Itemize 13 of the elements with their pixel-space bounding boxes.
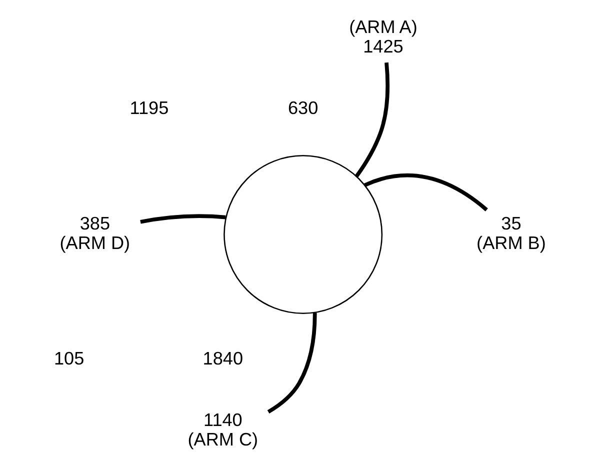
label: 1195	[130, 98, 169, 118]
connector	[355, 62, 390, 178]
label: 630	[288, 98, 318, 118]
connector	[140, 214, 226, 224]
node-circle	[224, 154, 383, 314]
node-text: (ARM A) 1425	[349, 17, 418, 56]
connector	[364, 173, 488, 212]
connector	[267, 312, 317, 414]
label: 105	[54, 348, 84, 369]
node-text: 35 (ARM B)	[476, 214, 546, 253]
label: 1840	[202, 348, 244, 369]
node-text: 385 (ARM D)	[60, 214, 130, 253]
node-text: 1140 (ARM C)	[188, 410, 258, 450]
